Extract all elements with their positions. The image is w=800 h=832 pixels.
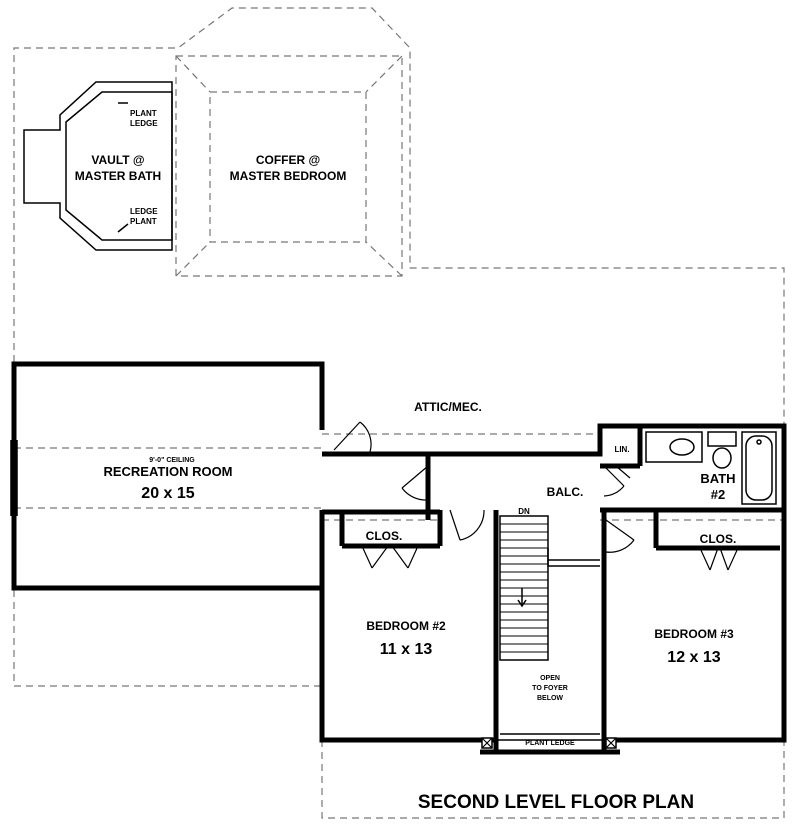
lower-level-outline (13, 7, 785, 819)
stair-treads (500, 523, 548, 653)
plant-ledge-stair: PLANT LEDGE (525, 740, 575, 747)
open-foyer-1: OPEN (540, 675, 560, 682)
bedroom-2-closet-doors[interactable] (361, 545, 419, 569)
bedroom-3 (604, 507, 787, 743)
plant-ledge-top-1: PLANT (130, 109, 157, 118)
stair-well (480, 510, 620, 755)
bedroom-2-name: BEDROOM #2 (366, 619, 446, 633)
vault-label-2: MASTER BATH (75, 169, 161, 183)
lin-label: LIN. (614, 445, 629, 454)
hall-door-left[interactable] (401, 465, 429, 501)
bath-door[interactable] (603, 465, 625, 497)
attic-door[interactable] (333, 421, 372, 453)
attic-label: ATTIC/MEC. (414, 400, 482, 414)
open-foyer-2: TO FOYER (532, 685, 568, 692)
coffer-ceiling (175, 55, 403, 277)
stair-dn-label: DN (518, 507, 530, 516)
newel-posts (481, 737, 617, 749)
bath-fixtures (645, 431, 777, 505)
vault-label-1: VAULT @ (91, 153, 144, 167)
bedroom-3-name: BEDROOM #3 (654, 627, 734, 641)
bedroom-2-door[interactable] (449, 509, 485, 541)
coffer-label-1: COFFER @ (256, 153, 320, 167)
balcony-door[interactable] (605, 519, 635, 553)
plant-ledge-bottom-1: LEDGE (130, 207, 158, 216)
closet-right-label: CLOS. (700, 532, 737, 546)
closet-left-label: CLOS. (366, 529, 403, 543)
coffer-label-2: MASTER BEDROOM (230, 169, 347, 183)
bedroom-3-size: 12 x 13 (667, 649, 720, 666)
vault-master-bath (23, 81, 173, 251)
bath-label-1: BATH (700, 471, 735, 486)
bedroom-3-closet-doors[interactable] (699, 547, 739, 571)
recreation-ceiling: 9'-0" CEILING (149, 457, 195, 464)
balcony-label: BALC. (547, 485, 584, 499)
recreation-name: RECREATION ROOM (103, 464, 232, 479)
recreation-size: 20 x 15 (141, 485, 194, 502)
plan-title: SECOND LEVEL FLOOR PLAN (418, 792, 694, 813)
bedroom-2-size: 11 x 13 (380, 641, 433, 658)
plant-ledge-bottom-2: PLANT (130, 217, 157, 226)
open-foyer-3: BELOW (537, 695, 563, 702)
lin-door[interactable] (615, 465, 631, 479)
bath-label-2: #2 (711, 487, 725, 502)
plant-ledge-top-2: LEDGE (130, 119, 158, 128)
